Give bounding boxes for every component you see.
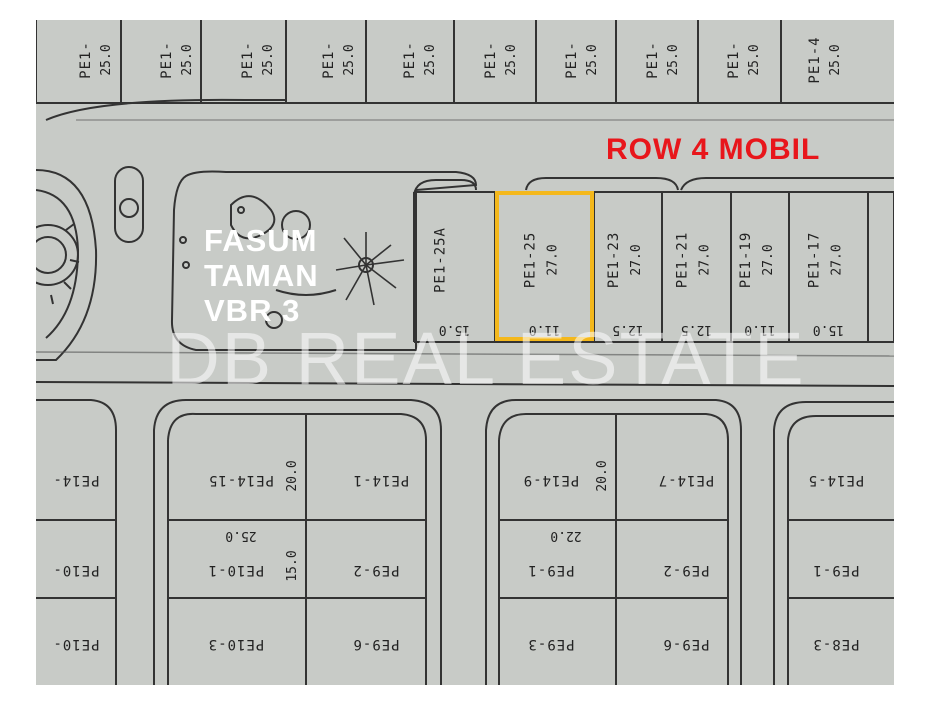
facility-label-line3: VBR 3	[204, 293, 301, 328]
top-lot-dim: 25.0	[747, 44, 762, 75]
lower-lot-code: PE9-6	[662, 636, 709, 652]
capsule-feature	[114, 166, 144, 243]
lower-lot-code: PE8-3	[812, 636, 859, 652]
lower-lot-code: PE9-2	[352, 562, 399, 578]
row4-lot-width: 12.5	[612, 322, 643, 337]
lower-lot-dim: 15.0	[285, 550, 300, 581]
row4-lot-code: PE1-25	[523, 232, 539, 289]
top-lot-dim: 25.0	[99, 44, 114, 75]
top-lot-dim: 25.0	[423, 44, 438, 75]
top-lot-code: PE1-4	[807, 36, 823, 83]
row4-lot-code: PE1-25A	[433, 227, 449, 293]
highlighted-lot-frame	[495, 191, 594, 341]
row4-lot-code: PE1-17	[807, 232, 823, 289]
lower-blocks	[36, 399, 894, 685]
facility-label-line1: FASUM	[204, 223, 318, 258]
lower-lot-code: PE10-	[52, 562, 99, 578]
park-area	[170, 170, 478, 351]
facility-label-line2: TAMAN	[204, 258, 319, 293]
top-lot-dim: 25.0	[261, 44, 276, 75]
lower-lot-code: PE14-9	[523, 472, 580, 488]
row4-lot-width: 15.0	[813, 322, 844, 337]
top-lot-code: PE1-	[564, 41, 580, 79]
lower-lot-code: PE14-15	[208, 472, 274, 488]
row4-lot-width: 12.5	[681, 322, 712, 337]
site-plan-map: PE1- 25.0 PE1- 25.0 PE1- 25.0 PE1- 25.0 PE1- 25.0…	[36, 20, 894, 685]
lower-lot-code: PE9-3	[527, 636, 574, 652]
lower-lot-code: PE10-1	[208, 562, 265, 578]
lower-lot-dim: 20.0	[595, 460, 610, 491]
lower-lot-code: PE10-	[52, 636, 99, 652]
lower-lot-code: PE14-	[52, 472, 99, 488]
top-row-lots	[36, 20, 894, 104]
top-lot-code: PE1-	[78, 41, 94, 79]
row4-lot-depth: 27.0	[698, 244, 713, 275]
row4-lot-code: PE1-19	[738, 232, 754, 289]
row4-lot-width: 11.0	[529, 322, 560, 337]
top-lot-code: PE1-	[726, 41, 742, 79]
top-lot-code: PE1-	[240, 41, 256, 79]
facility-label: FASUM TAMAN VBR 3	[204, 223, 319, 328]
top-lot-dim: 25.0	[585, 44, 600, 75]
lower-lot-code: PE10-3	[208, 636, 265, 652]
lower-lot-code: PE14-1	[353, 472, 410, 488]
lower-lot-dim: 22.0	[550, 528, 581, 543]
lower-lot-code: PE14-5	[808, 472, 865, 488]
row4-lot-width: 11.0	[744, 322, 775, 337]
row4-lot-depth: 27.0	[546, 244, 561, 275]
row4-lots-outline	[413, 177, 894, 343]
row4-lot-code: PE1-23	[606, 232, 622, 289]
top-lot-code: PE1-	[402, 41, 418, 79]
lower-lot-dim: 20.0	[285, 460, 300, 491]
lower-lot-dim: 25.0	[225, 528, 256, 543]
top-lot-code: PE1-	[645, 41, 661, 79]
lower-lot-code: PE9-1	[527, 562, 574, 578]
lower-lot-code: PE14-7	[658, 472, 715, 488]
row4-lot-depth: 27.0	[761, 244, 776, 275]
top-lot-dim: 25.0	[342, 44, 357, 75]
row-label: ROW 4 MOBIL	[606, 133, 821, 166]
row4-lot-code: PE1-21	[675, 232, 691, 289]
row4-lot-depth: 27.0	[629, 244, 644, 275]
lower-lot-code: PE9-1	[812, 562, 859, 578]
top-lot-dim: 25.0	[180, 44, 195, 75]
lower-lot-code: PE9-2	[662, 562, 709, 578]
top-lot-dim: 25.0	[504, 44, 519, 75]
row4-lot-width: 15.0	[439, 322, 470, 337]
roundabout-left	[36, 169, 98, 361]
lower-lot-code: PE9-6	[352, 636, 399, 652]
watermark: DB REAL ESTATE	[166, 317, 806, 400]
site-plan-drawing: PE1- 25.0 PE1- 25.0 PE1- 25.0 PE1- 25.0 PE1- 25.0…	[36, 20, 894, 685]
row4-lot-depth: 27.0	[830, 244, 845, 275]
top-lot-dim: 25.0	[828, 44, 843, 75]
top-lot-code: PE1-	[159, 41, 175, 79]
top-lot-code: PE1-	[321, 41, 337, 79]
top-lot-dim: 25.0	[666, 44, 681, 75]
top-lot-code: PE1-	[483, 41, 499, 79]
